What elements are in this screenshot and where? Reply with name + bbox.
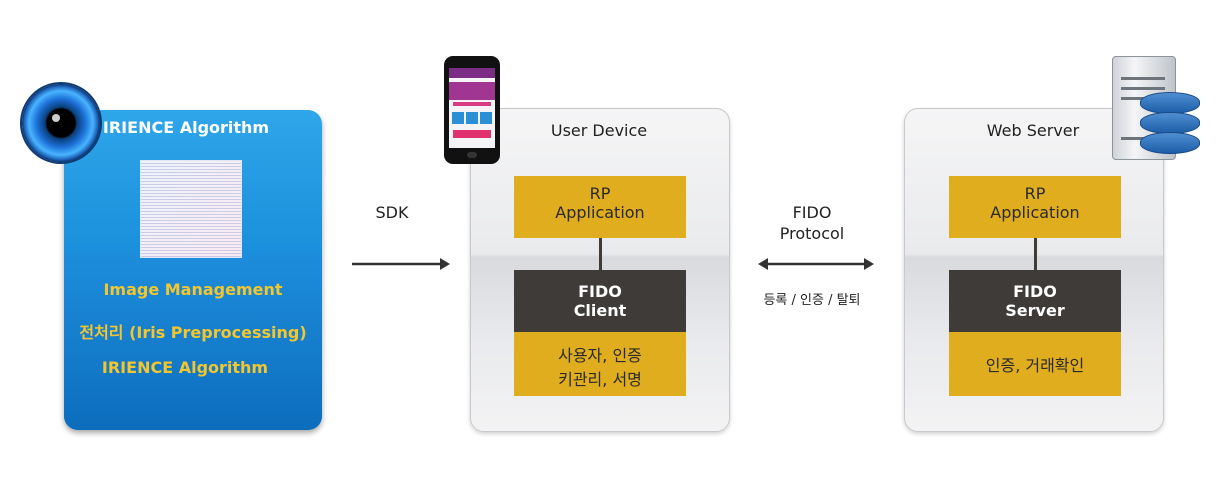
server-rp-line1: RP bbox=[1024, 184, 1046, 203]
fido-server-line1: FIDO bbox=[1013, 282, 1057, 301]
user-rp-line1: RP bbox=[589, 184, 611, 203]
user-functions-box: 사용자, 인증 키관리, 서명 bbox=[514, 332, 686, 396]
phone-tile bbox=[466, 112, 478, 124]
irience-item-image-management: Image Management bbox=[103, 280, 283, 299]
server-slot bbox=[1121, 77, 1165, 80]
server-rp-fido-connector bbox=[1034, 238, 1037, 270]
user-rp-application-box: RP Application bbox=[514, 176, 686, 238]
server-slot bbox=[1121, 87, 1165, 90]
server-functions-box: 인증, 거래확인 bbox=[949, 332, 1121, 396]
database-disk bbox=[1140, 132, 1200, 154]
irience-item-algorithm: IRIENCE Algorithm bbox=[101, 358, 269, 377]
protocol-label-line1: FIDO bbox=[792, 203, 832, 222]
irience-item-preprocessing: 전처리 (Iris Preprocessing) bbox=[79, 323, 307, 342]
user-functions-line1: 사용자, 인증 bbox=[558, 346, 642, 365]
server-functions-line1: 인증, 거래확인 bbox=[985, 356, 1085, 375]
server-rp-application-box: RP Application bbox=[949, 176, 1121, 238]
user-device-title: User Device bbox=[550, 121, 648, 140]
eye-icon bbox=[22, 84, 100, 162]
web-server-title: Web Server bbox=[986, 121, 1080, 140]
irience-panel bbox=[64, 110, 322, 430]
user-rp-line2: Application bbox=[555, 203, 645, 222]
phone-tile bbox=[480, 112, 492, 124]
eye-glint bbox=[52, 114, 60, 122]
phone-home-button bbox=[467, 152, 477, 158]
protocol-sub-label: 등록 / 인증 / 탈퇴 bbox=[763, 293, 861, 308]
smartphone-screen bbox=[449, 68, 495, 148]
phone-banner bbox=[449, 82, 495, 100]
sdk-label: SDK bbox=[375, 203, 409, 222]
phone-input-bar bbox=[453, 102, 491, 106]
irience-panel-lower bbox=[64, 252, 322, 430]
database-icon bbox=[1140, 92, 1200, 154]
smartphone-icon bbox=[444, 56, 500, 164]
irience-panel-title: IRIENCE Algorithm bbox=[102, 118, 270, 137]
fido-client-line2: Client bbox=[573, 301, 627, 320]
fido-client-line1: FIDO bbox=[578, 282, 622, 301]
fido-client-box: FIDO Client bbox=[514, 270, 686, 332]
algorithm-code-image bbox=[140, 160, 242, 258]
protocol-double-arrow bbox=[758, 258, 874, 270]
user-functions-line2: 키관리, 서명 bbox=[558, 370, 642, 389]
user-rp-fido-connector bbox=[599, 238, 602, 270]
phone-tile bbox=[452, 112, 464, 124]
phone-button-bar bbox=[453, 130, 491, 138]
database-disk bbox=[1140, 92, 1200, 114]
server-rp-line2: Application bbox=[990, 203, 1080, 222]
sdk-arrow bbox=[352, 258, 450, 270]
fido-server-box: FIDO Server bbox=[949, 270, 1121, 332]
phone-header-bar bbox=[449, 68, 495, 78]
fido-server-line2: Server bbox=[1005, 301, 1065, 320]
protocol-label-line2: Protocol bbox=[779, 224, 845, 243]
